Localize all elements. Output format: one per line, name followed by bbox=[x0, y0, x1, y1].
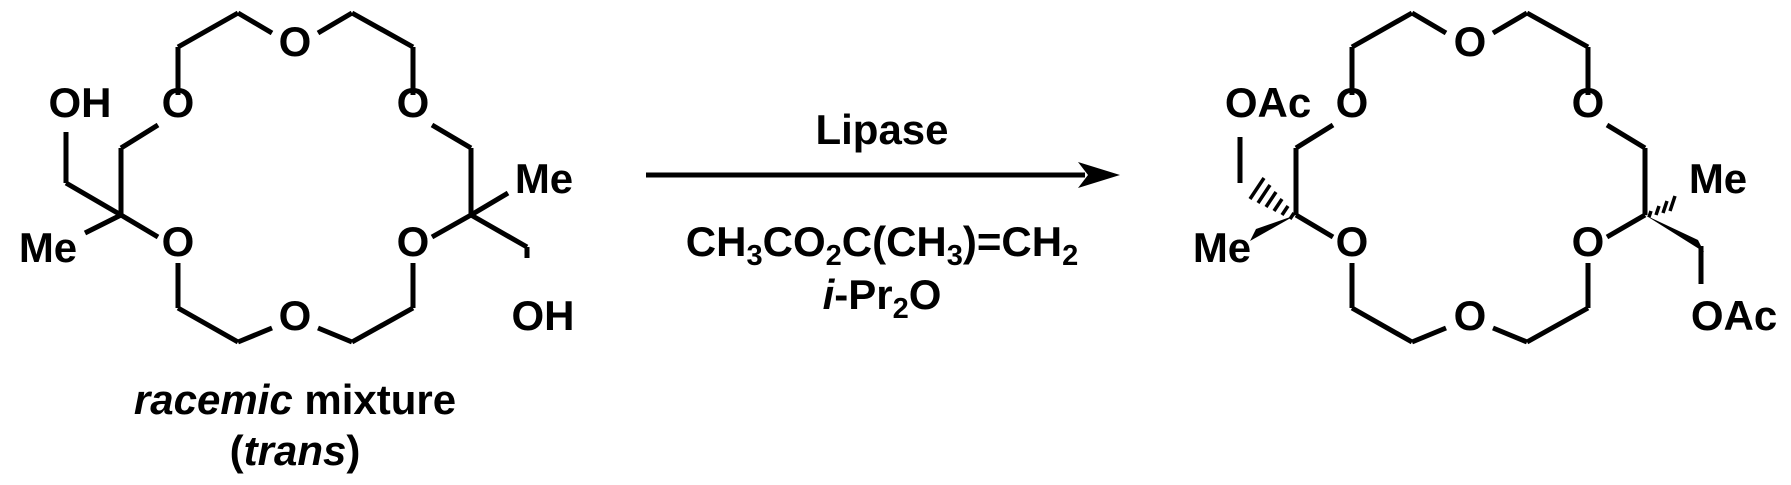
reactant-ring-bonds bbox=[118, 10, 474, 345]
hash-line bbox=[1272, 198, 1284, 212]
bond bbox=[1294, 122, 1335, 151]
catalyst-label: Lipase bbox=[815, 106, 948, 153]
product-ring-bonds bbox=[1293, 10, 1648, 345]
bond bbox=[119, 122, 160, 151]
formula-part: )=CH bbox=[963, 218, 1062, 265]
bond bbox=[469, 212, 529, 250]
hydroxyl-label: OH bbox=[512, 292, 575, 339]
product-substituent-bonds bbox=[1237, 137, 1704, 284]
wedge-bond bbox=[1645, 215, 1704, 252]
bond bbox=[1525, 10, 1590, 50]
bond bbox=[1410, 10, 1448, 36]
bond bbox=[83, 212, 123, 236]
bond bbox=[430, 212, 473, 240]
hash-line bbox=[1264, 191, 1278, 208]
solvent-part: -Pr bbox=[834, 271, 892, 318]
caption-paren-open: ( bbox=[230, 427, 244, 474]
bond bbox=[237, 325, 273, 345]
caption-line-2: (trans) bbox=[230, 427, 361, 474]
ring-oxygen: O bbox=[1336, 79, 1369, 126]
reaction-arrow-group: Lipase CH3CO2C(CH3)=CH2 i-Pr2O bbox=[646, 106, 1120, 325]
bond bbox=[64, 180, 123, 218]
reactant-substituent-bonds bbox=[63, 132, 530, 258]
hash-line bbox=[1248, 177, 1266, 200]
caption-line-1: racemic mixture bbox=[134, 376, 456, 423]
hash-line bbox=[1668, 195, 1677, 212]
ring-oxygen: O bbox=[1454, 18, 1487, 65]
bond bbox=[236, 10, 274, 36]
bond bbox=[1411, 325, 1447, 345]
bond bbox=[1294, 212, 1335, 240]
bond bbox=[350, 10, 415, 50]
bond bbox=[1350, 305, 1414, 345]
solvent-part: O bbox=[909, 271, 942, 318]
hydroxyl-label: OH bbox=[49, 79, 112, 126]
bond bbox=[176, 10, 240, 50]
methyl-label: Me bbox=[19, 224, 77, 271]
ring-oxygen: O bbox=[1454, 292, 1487, 339]
ring-oxygen: O bbox=[279, 292, 312, 339]
formula-subscript: 2 bbox=[826, 240, 842, 272]
ring-oxygen: O bbox=[279, 18, 312, 65]
ring-oxygen: O bbox=[1572, 79, 1605, 126]
arrow-head bbox=[1078, 162, 1120, 188]
formula-part: CH bbox=[686, 218, 747, 265]
bond bbox=[430, 122, 473, 151]
bond bbox=[1605, 212, 1647, 240]
bond bbox=[176, 305, 240, 345]
reagent-formula: CH3CO2C(CH3)=CH2 bbox=[686, 218, 1078, 272]
formula-subscript: 3 bbox=[947, 240, 963, 272]
hash-line bbox=[1654, 205, 1661, 216]
caption-paren-close: ) bbox=[346, 427, 360, 474]
caption-italic: racemic bbox=[134, 376, 293, 423]
solvent-prefix: i bbox=[823, 271, 836, 318]
solvent-formula: i-Pr2O bbox=[823, 271, 942, 325]
ring-oxygen: O bbox=[397, 218, 430, 265]
bond bbox=[1492, 325, 1528, 345]
bond bbox=[316, 10, 354, 36]
formula-part: CO bbox=[763, 218, 826, 265]
formula-part: C(CH bbox=[842, 218, 947, 265]
hash-line bbox=[1647, 210, 1653, 218]
bond bbox=[1491, 10, 1529, 36]
ring-oxygen: O bbox=[162, 79, 195, 126]
product-atom-labels: O O O O O O OAc Me Me OAc bbox=[1193, 18, 1777, 339]
bond bbox=[350, 305, 415, 345]
acetate-label: OAc bbox=[1691, 292, 1777, 339]
product-molecule: O O O O O O OAc Me Me OAc bbox=[1193, 10, 1777, 345]
caption-text: mixture bbox=[293, 376, 456, 423]
solvent-subscript: 2 bbox=[893, 293, 909, 325]
methyl-label: Me bbox=[515, 155, 573, 202]
hash-line bbox=[1256, 184, 1272, 204]
reactant-atom-labels: O O O O O O OH Me Me OH bbox=[19, 18, 575, 339]
bond bbox=[317, 325, 353, 345]
bond bbox=[1525, 305, 1590, 345]
hashed-bond bbox=[1248, 177, 1296, 220]
bond bbox=[1350, 10, 1414, 50]
reactant-caption: racemic mixture (trans) bbox=[134, 376, 456, 474]
hashed-bond bbox=[1647, 195, 1677, 218]
ring-oxygen: O bbox=[1572, 218, 1605, 265]
bond bbox=[1605, 122, 1647, 151]
bond bbox=[119, 212, 160, 240]
hash-line bbox=[1661, 200, 1669, 214]
ring-oxygen: O bbox=[162, 218, 195, 265]
formula-subscript: 2 bbox=[1062, 240, 1078, 272]
ring-oxygen: O bbox=[397, 79, 430, 126]
caption-italic: trans bbox=[244, 427, 347, 474]
reactant-molecule: O O O O O O OH Me Me OH racemic mixture … bbox=[19, 10, 575, 474]
formula-subscript: 3 bbox=[746, 240, 762, 272]
methyl-label: Me bbox=[1689, 155, 1747, 202]
ring-oxygen: O bbox=[1336, 218, 1369, 265]
hash-line bbox=[1280, 205, 1290, 216]
bond bbox=[469, 190, 510, 218]
acetate-label: OAc bbox=[1225, 79, 1311, 126]
methyl-label: Me bbox=[1193, 224, 1251, 271]
wedge-bond bbox=[1250, 215, 1296, 241]
